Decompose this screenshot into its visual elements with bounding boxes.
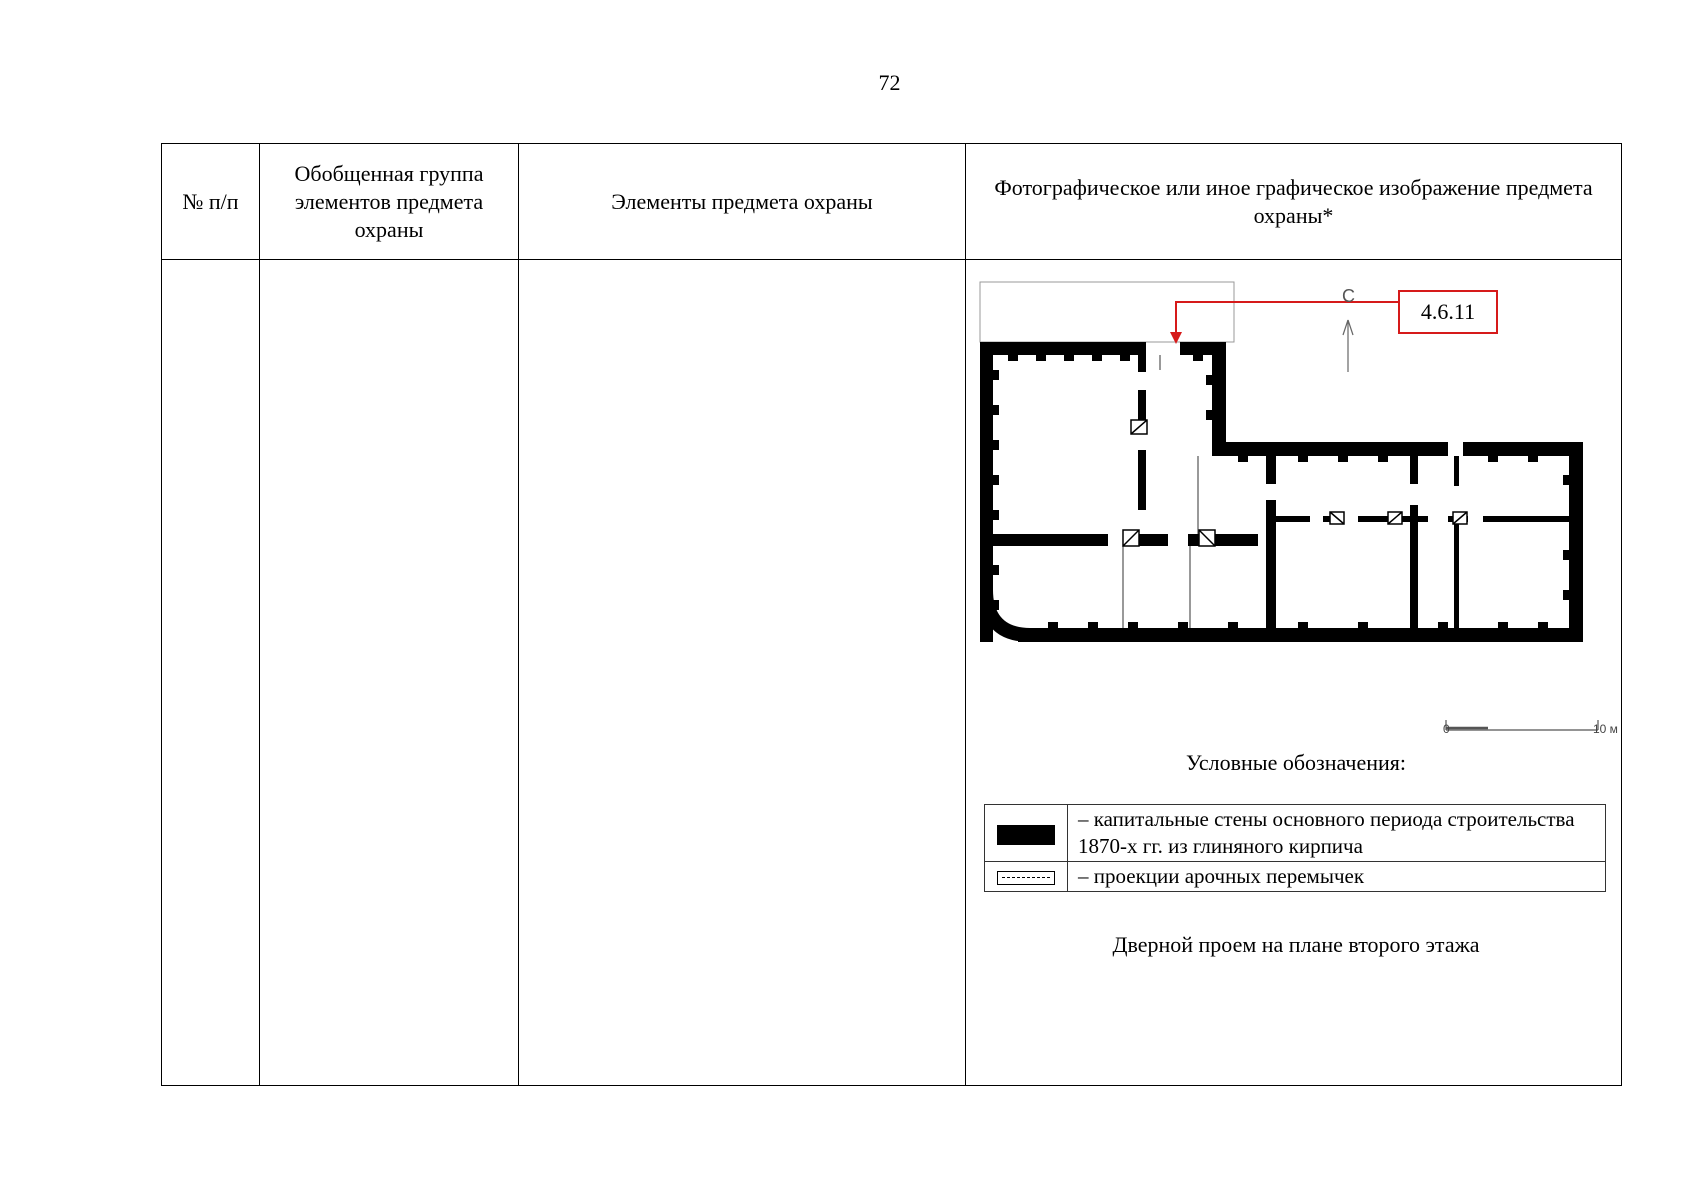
legend-row: – капитальные стены основного периода ст…	[984, 804, 1606, 862]
header-image: Фотографическое или иное графическое изо…	[965, 143, 1622, 260]
legend-text: – проекции арочных перемычек	[1067, 861, 1606, 892]
thin-partitions	[1122, 355, 1199, 628]
legend-row: – проекции арочных перемычек	[984, 861, 1606, 892]
legend-symbol-dashed-arch	[984, 861, 1068, 892]
image-caption: Дверной проем на плане второго этажа	[1112, 932, 1480, 957]
scale-end-label: 10 м	[1593, 722, 1618, 736]
dashed-arch-icon	[997, 871, 1055, 886]
door-markers	[1122, 419, 1468, 547]
north-arrow-icon	[1342, 319, 1354, 372]
callout-pointer	[1170, 301, 1398, 344]
table-header-row: № п/п Обобщенная группа элементов предме…	[161, 143, 1622, 260]
header-num: № п/п	[161, 143, 260, 260]
floor-plan: С 4.6.11 0 10 м	[978, 280, 1618, 736]
callout-box: 4.6.11	[1398, 290, 1498, 334]
cell-num	[161, 259, 260, 1086]
floor-plan-drawing	[979, 281, 1599, 731]
upper-outline	[979, 281, 1235, 343]
cell-group	[259, 259, 519, 1086]
cell-image: С 4.6.11 0 10 м Условные обозначения: – …	[965, 259, 1622, 1086]
header-elements: Элементы предмета охраны	[518, 143, 966, 260]
scale-bar	[1445, 720, 1599, 731]
page-number: 72	[878, 70, 901, 95]
solid-wall-icon	[997, 824, 1055, 845]
legend-title: Условные обозначения:	[1185, 750, 1407, 775]
capital-walls	[980, 342, 1583, 642]
table-row: С 4.6.11 0 10 м Условные обозначения: – …	[161, 259, 1622, 1086]
north-label: С	[1342, 286, 1355, 306]
scale-start-label: 0	[1443, 722, 1450, 736]
protection-subject-table: № п/п Обобщенная группа элементов предме…	[161, 143, 1622, 1086]
cell-elements	[518, 259, 966, 1086]
legend-table: – капитальные стены основного периода ст…	[984, 804, 1606, 892]
legend-text: – капитальные стены основного периода ст…	[1067, 804, 1606, 862]
window-piers	[993, 355, 1569, 628]
legend-symbol-solid-wall	[984, 804, 1068, 862]
header-group: Обобщенная группа элементов предмета охр…	[259, 143, 519, 260]
